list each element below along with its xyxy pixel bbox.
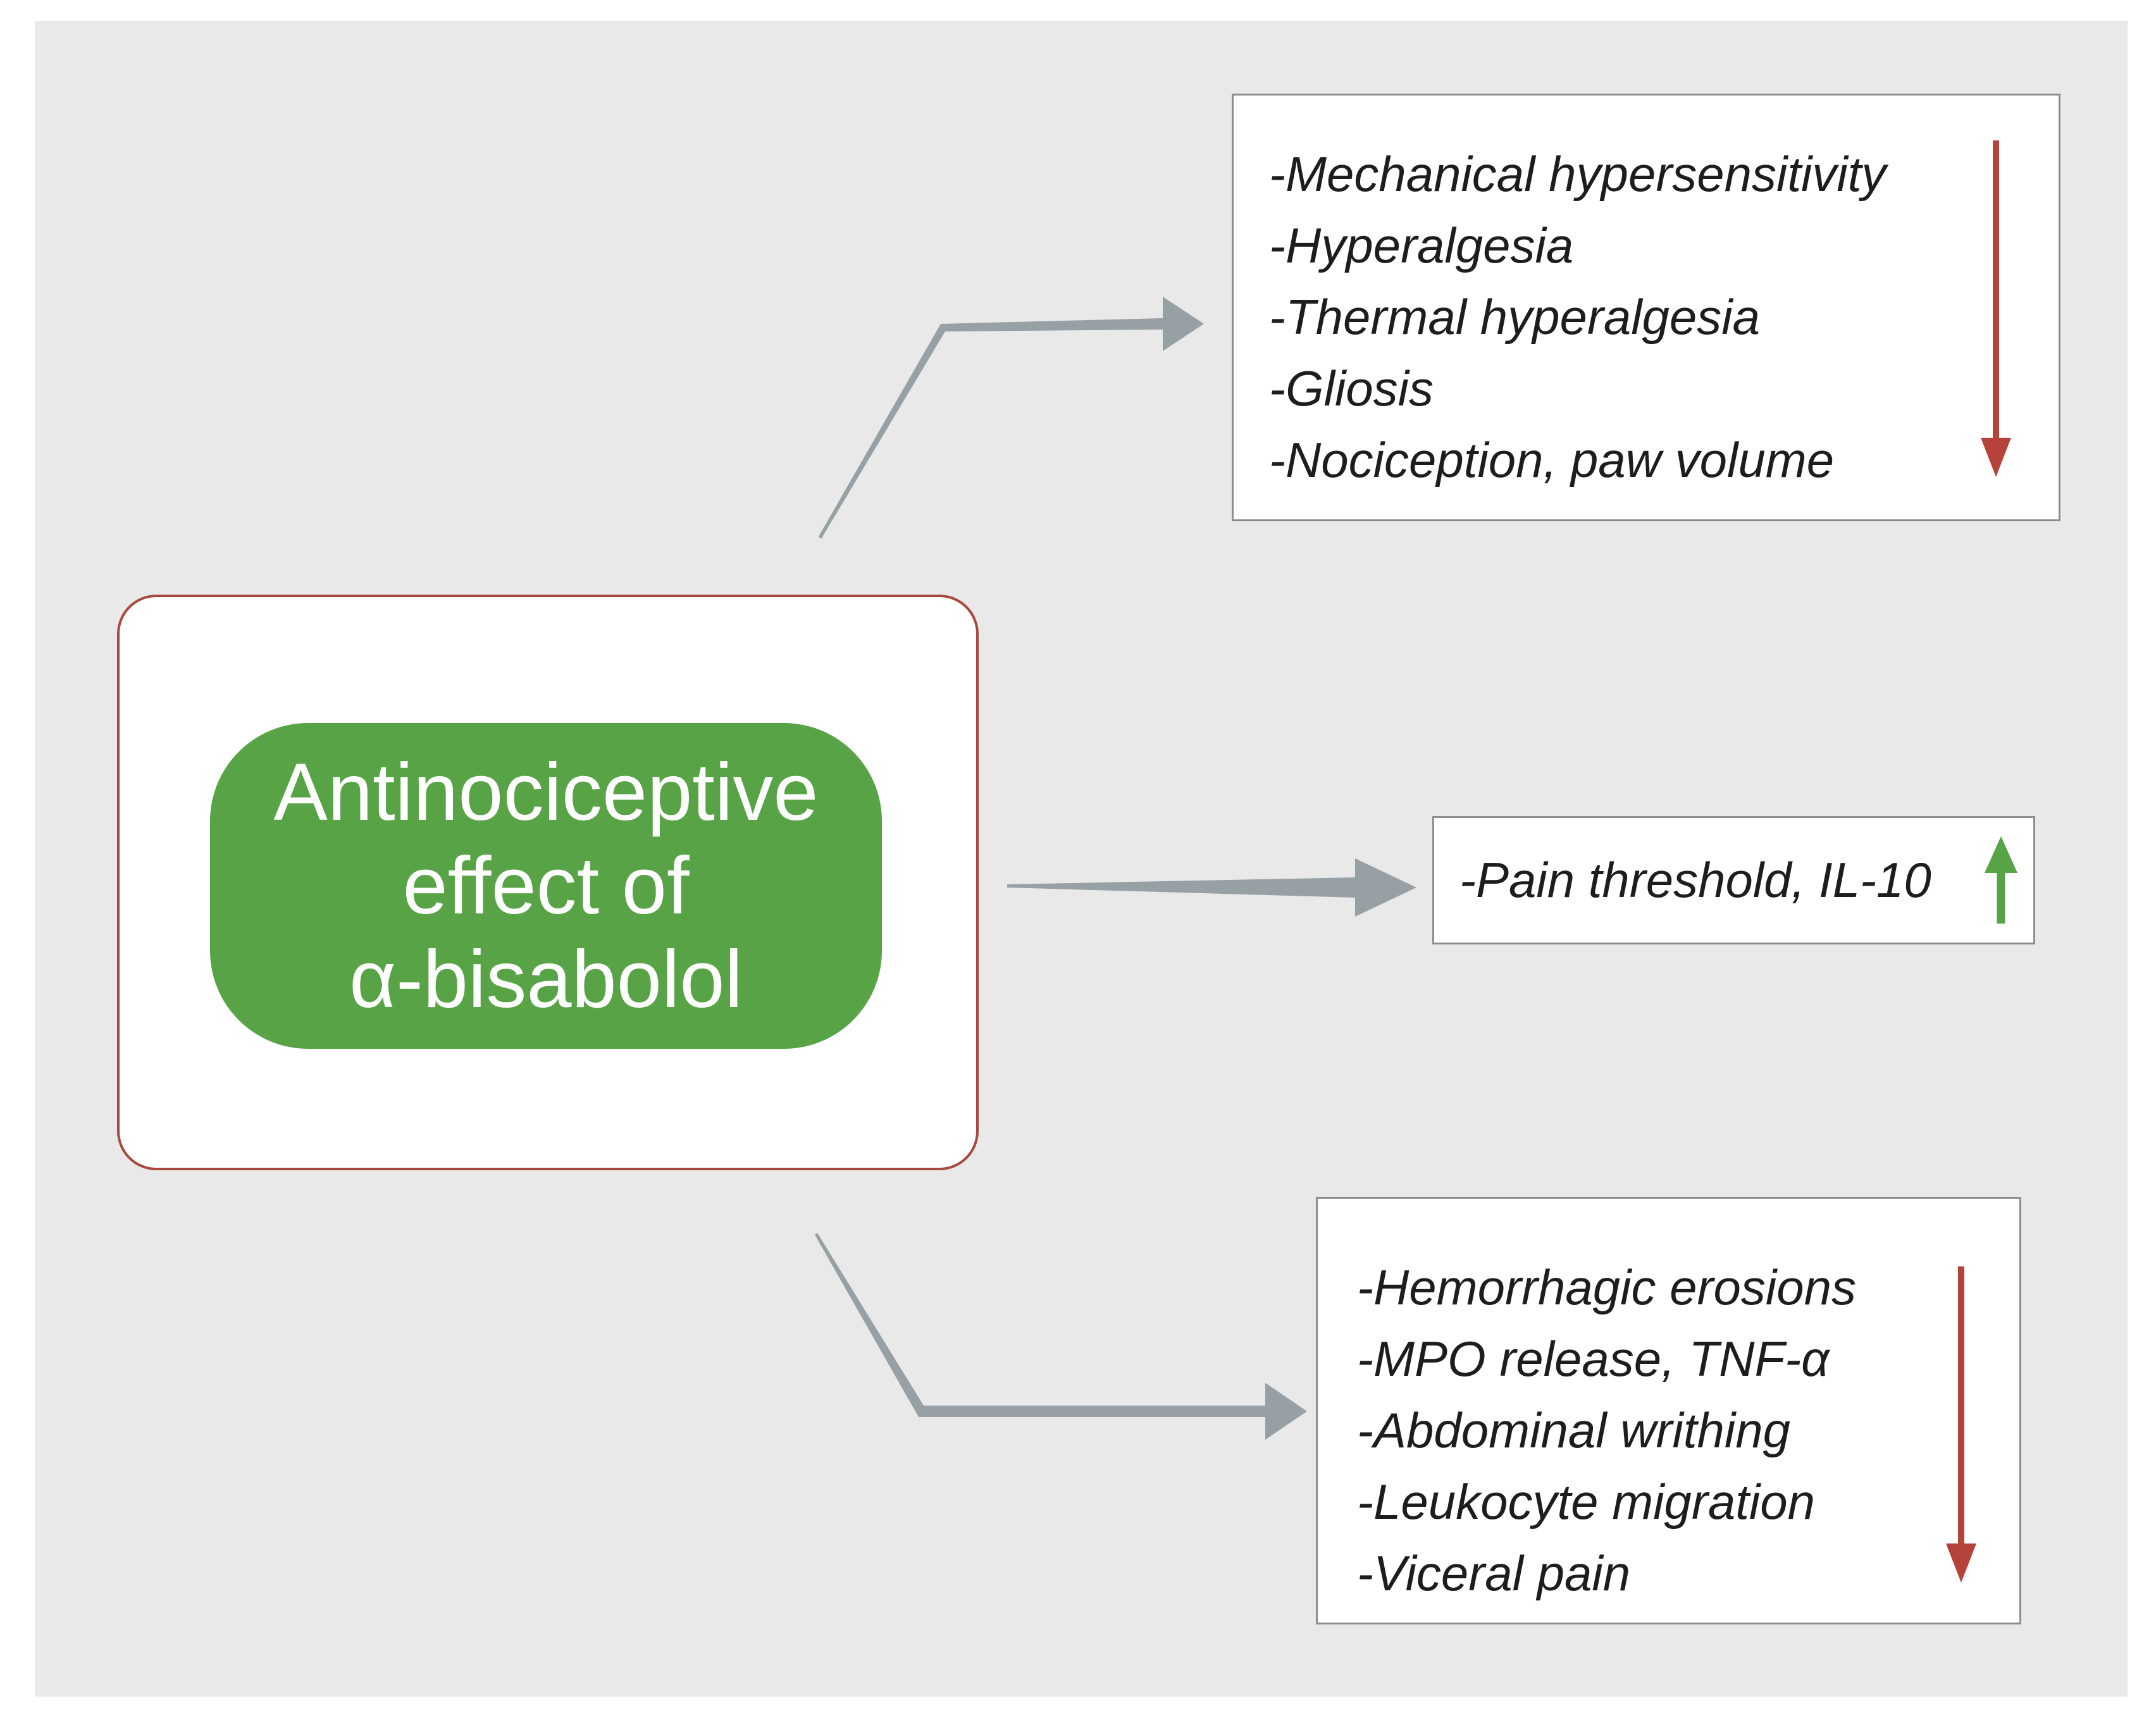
effect-item: -Hemorrhagic erosions bbox=[1357, 1259, 1856, 1315]
increase-arrow-icon bbox=[1985, 836, 2017, 924]
effects-box-top: -Mechanical hypersensitivity -Hyperalges… bbox=[1232, 94, 2060, 521]
arrow-head-up bbox=[1985, 836, 2017, 873]
effects-box-bottom: -Hemorrhagic erosions -MPO release, TNF-… bbox=[1316, 1197, 2021, 1624]
central-topic-line: Antinociceptive bbox=[273, 746, 819, 838]
effect-item: -Mechanical hypersensitivity bbox=[1269, 146, 1886, 202]
arrow-head-down bbox=[1946, 1543, 1976, 1583]
central-topic-line: α-bisabolol bbox=[349, 934, 743, 1025]
central-topic-line: effect of bbox=[402, 840, 690, 931]
effect-item: -Hyperalgesia bbox=[1269, 218, 1574, 273]
effect-item: -MPO release, TNF-α bbox=[1357, 1331, 1830, 1387]
effects-box-middle: -Pain threshold, IL-10 bbox=[1432, 816, 2035, 944]
effect-item: -Viceral pain bbox=[1357, 1545, 1631, 1601]
arrow-shaft bbox=[1997, 873, 2005, 924]
effect-item: -Nociception, paw volume bbox=[1269, 432, 1835, 488]
effect-item: -Thermal hyperalgesia bbox=[1269, 289, 1761, 345]
arrow-shaft bbox=[1958, 1266, 1964, 1543]
central-topic-pill: Antinociceptive effect of α-bisabolol bbox=[210, 723, 882, 1049]
effect-item: -Abdominal writhing bbox=[1357, 1402, 1790, 1458]
decrease-arrow-icon bbox=[1946, 1266, 1976, 1583]
effect-item: -Gliosis bbox=[1269, 361, 1434, 416]
effect-item: -Leukocyte migration bbox=[1357, 1474, 1816, 1530]
arrow-shaft bbox=[1993, 140, 1999, 438]
decrease-arrow-icon bbox=[1981, 140, 2011, 477]
arrow-head-down bbox=[1981, 438, 2011, 477]
effect-item: -Pain threshold, IL-10 bbox=[1459, 852, 1931, 908]
